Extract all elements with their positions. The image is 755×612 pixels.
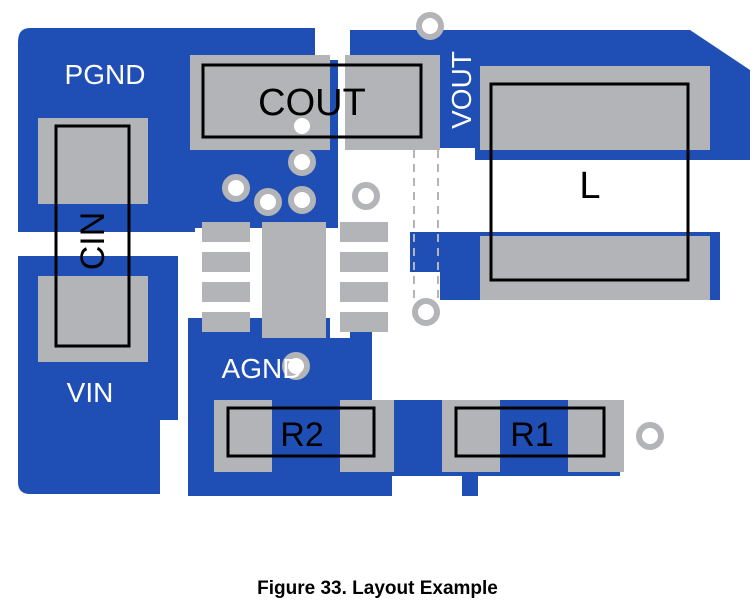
r2-pad-right — [340, 400, 394, 472]
via — [288, 148, 316, 176]
ic-pin-left-1 — [202, 222, 250, 242]
ic-pin-left-4 — [202, 312, 250, 332]
vin-copper-lower — [18, 420, 160, 494]
ic-pin-right-4 — [340, 312, 388, 332]
cin-outline — [54, 124, 131, 348]
via — [254, 188, 282, 216]
ic-body — [262, 222, 326, 338]
r1-label: R1 — [510, 416, 553, 454]
r2-label: R2 — [280, 416, 323, 454]
ic-pin-right-3 — [340, 282, 388, 302]
vout-label: VOUT — [446, 51, 477, 129]
ic-pin-right-2 — [340, 252, 388, 272]
center-trace — [350, 330, 372, 400]
inductor-label: L — [579, 165, 600, 207]
r1-outline — [454, 406, 606, 458]
r1-pad-left — [442, 400, 500, 472]
vin-label: VIN — [67, 377, 114, 408]
cin-label: CIN — [74, 212, 112, 271]
via — [288, 186, 316, 214]
dashed-guides — [413, 150, 439, 300]
inductor-outline — [489, 82, 690, 282]
agnd-label: AGND — [222, 353, 303, 384]
ic-pin-left-2 — [202, 252, 250, 272]
inductor-pad-top — [480, 66, 710, 150]
ic-pin-right-1 — [340, 222, 388, 242]
r1-pad-right — [568, 400, 624, 472]
via — [352, 182, 380, 210]
via — [222, 174, 250, 202]
via — [636, 422, 664, 450]
pcb-layout-diagram: PGND VIN AGND VOUT COUT CIN L R2 R1 — [18, 12, 750, 496]
r1-trace-down — [462, 468, 478, 496]
cout-outline — [201, 63, 423, 139]
via — [412, 298, 440, 326]
vias-layer — [222, 12, 664, 450]
cout-label: COUT — [258, 82, 366, 124]
r2-pad-left — [214, 400, 272, 472]
figure-caption: Figure 33. Layout Example — [257, 578, 498, 599]
pgnd-label: PGND — [65, 59, 146, 90]
inductor-pad-bottom — [480, 236, 710, 300]
r2-outline — [226, 406, 376, 458]
via — [282, 352, 310, 380]
outlines-layer — [54, 63, 690, 458]
cout-pad-right — [345, 55, 440, 150]
via — [416, 12, 444, 40]
ic-pin-left-3 — [202, 282, 250, 302]
